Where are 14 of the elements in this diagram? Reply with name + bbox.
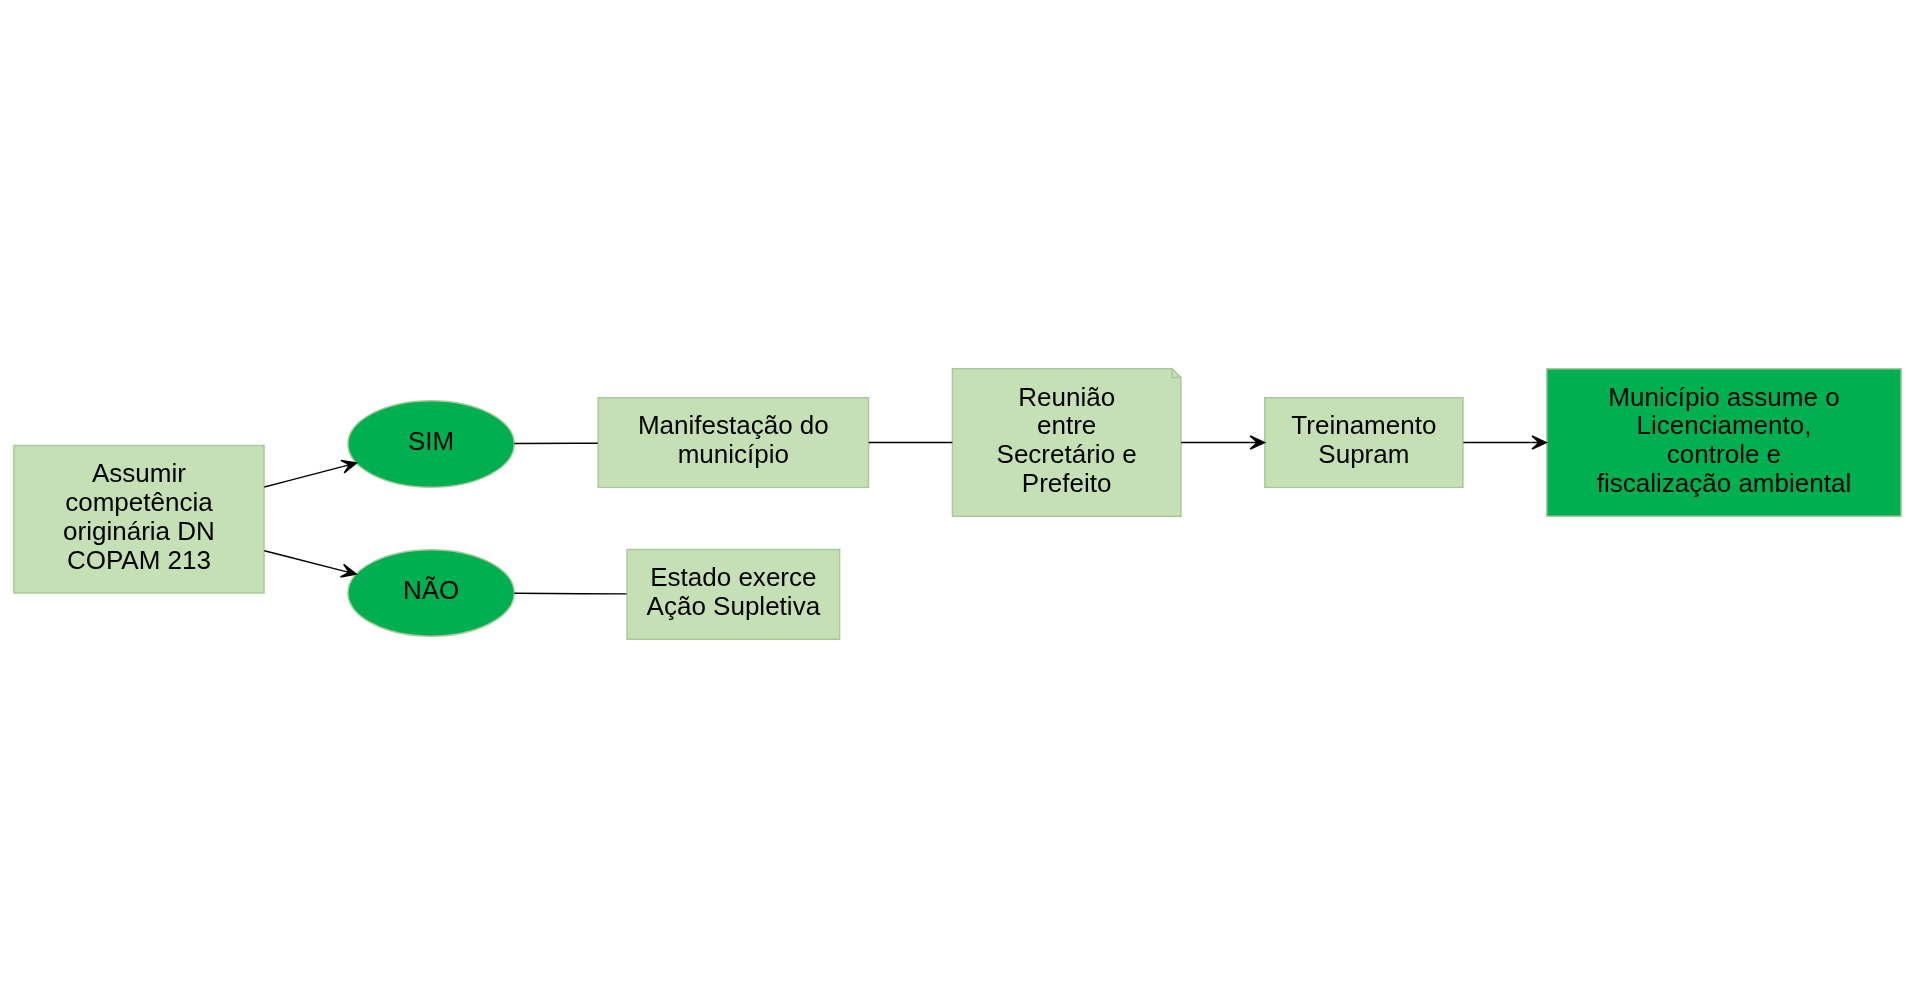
node-box: Treinamento Supram xyxy=(1264,396,1464,488)
arrow xyxy=(1180,434,1266,450)
node-box: Manifestação do município xyxy=(597,396,870,488)
arrow xyxy=(263,549,357,578)
node-ellipse: NÃO xyxy=(347,548,515,637)
node-box: Assumir competência originária DN COPAM 213 xyxy=(13,444,265,594)
arrow xyxy=(1462,434,1548,450)
connector xyxy=(513,441,599,444)
arrow xyxy=(263,459,358,488)
connector xyxy=(868,441,953,443)
connector xyxy=(513,592,628,595)
node-box: Município assume o Licenciamento, controle e fiscalização ambiental xyxy=(1546,367,1902,517)
node-ellipse: SIM xyxy=(347,399,515,488)
node-box: Estado exerce Ação Supletiva xyxy=(626,548,841,640)
